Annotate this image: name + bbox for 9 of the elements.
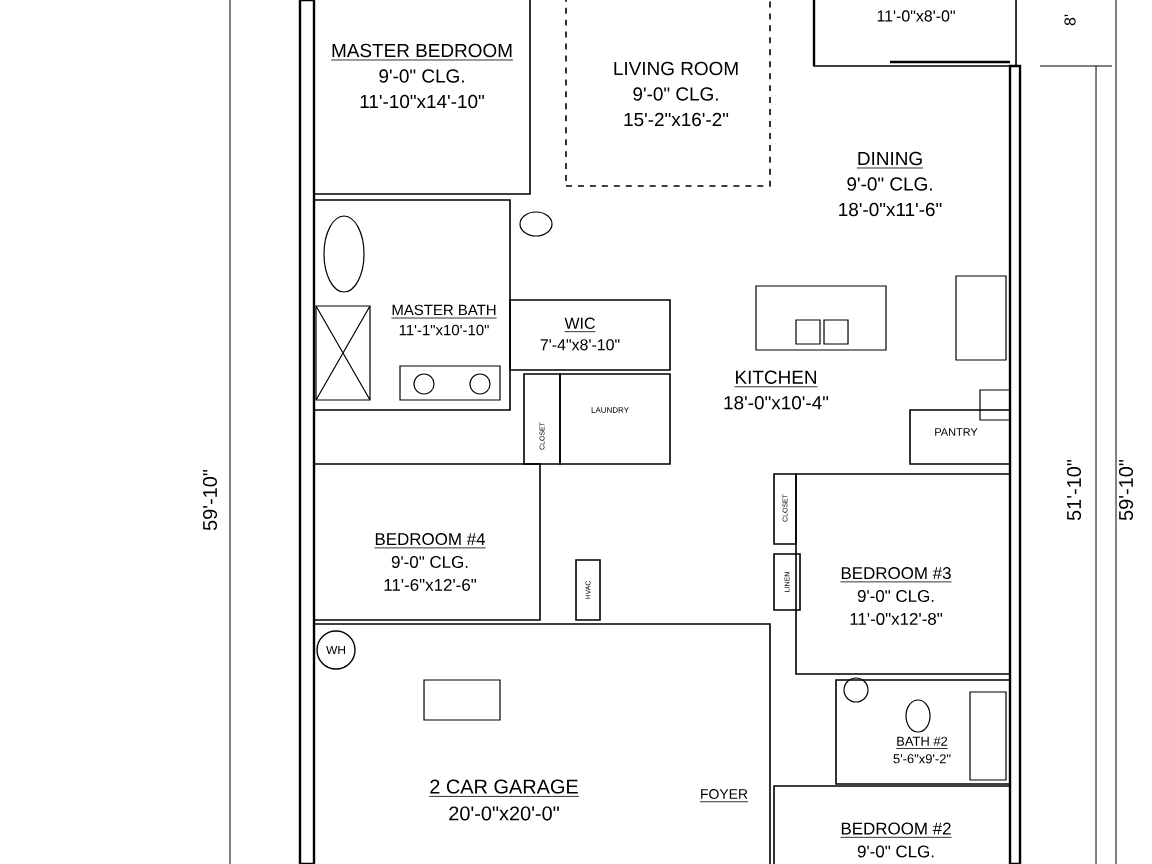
dimension-label: 59'-10" (200, 467, 220, 533)
room: MASTER BEDROOM 9'-0" CLG. 11'-10"x14'-10" (313, 0, 531, 195)
room: BEDROOM #4 9'-0" CLG. 11'-6"x12'-6" (313, 463, 541, 621)
room: BEDROOM #2 9'-0" CLG. (773, 785, 1011, 864)
room-area: KITCHEN 18'-0"x10'-4" (724, 370, 829, 410)
dimension-label: 51'-10" (1064, 457, 1084, 523)
room-area: DINING 9'-0" CLG. 18'-0"x11'-6" (839, 151, 942, 217)
room: BEDROOM #3 9'-0" CLG. 11'-0"x12'-8" (795, 473, 1011, 675)
room: LIVING ROOM 9'-0" CLG. 15'-2"x16'-2" (565, 0, 771, 187)
